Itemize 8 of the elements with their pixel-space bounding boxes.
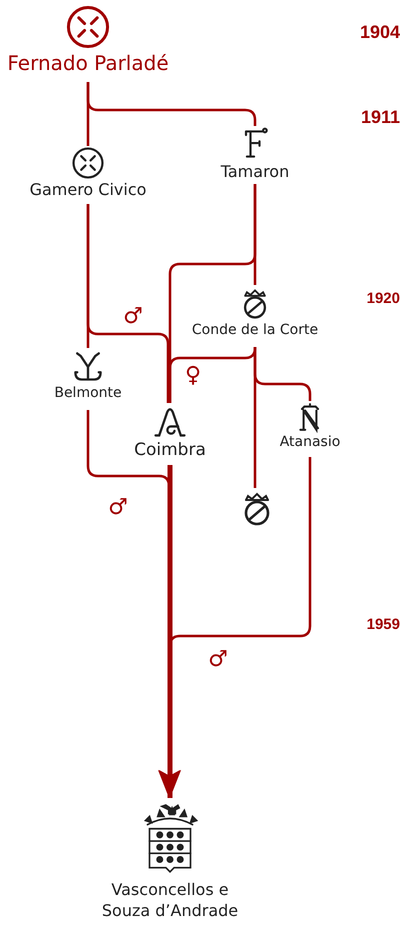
year-label: 1904 [358, 22, 400, 43]
connector-line [168, 346, 256, 403]
arrow [159, 465, 181, 798]
edge-label: ♀ [184, 365, 202, 387]
year-label: 1959 [366, 616, 400, 633]
connector-line [86, 204, 90, 348]
year-label: 1911 [360, 107, 400, 128]
year-label: 1920 [366, 290, 400, 307]
